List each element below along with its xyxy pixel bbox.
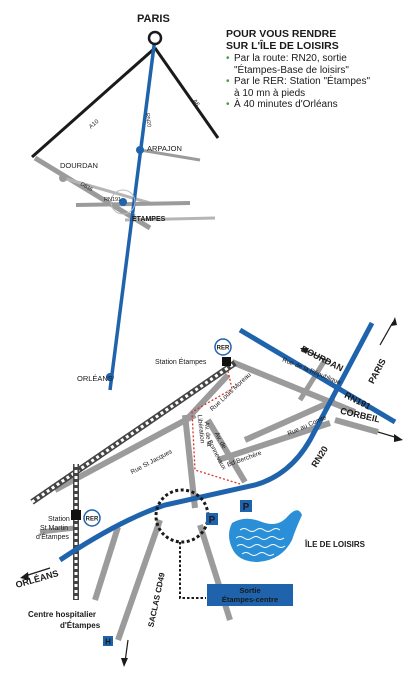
paris-marker [147,30,163,46]
svg-text:RER: RER [86,517,99,523]
street-republique [230,359,357,415]
station-etampes-block [222,357,231,366]
street-west-1 [39,525,76,535]
label-hospital-2: d'Étampes [60,621,101,630]
exit-line2: Étampes-centre [222,595,278,604]
street-corbeil [334,417,379,435]
arrow-west [20,567,51,580]
label-station-etampes: Station Étampes [155,357,207,366]
road-east-arpajon [139,148,201,162]
route-rn20-regional [108,37,157,391]
route-rn191-local [238,327,397,425]
label-a10: A10 [88,119,101,131]
info-item-road: Par la route: RN20, sortie"Étampes-Base … [226,53,408,76]
road-a6 [153,47,220,139]
arrow-east [377,431,403,442]
arrow-north-east [379,317,397,346]
label-paris-local: PARIS [366,357,387,385]
hospital-icon: H [103,636,113,647]
street-south-saclas [115,519,163,641]
local-map: RER RER P P H Sortie Étampes-centre [14,317,403,667]
exit-line1: Sortie [239,586,260,595]
label-d836: D836 [79,181,93,193]
label-dourdan: DOURDAN [60,161,98,170]
parking-sign-2: P [240,500,252,513]
street-berchere [217,420,331,463]
road-east-etampes [124,216,216,222]
street-south-1 [92,526,121,601]
label-orleans: ORLÉANS [77,374,113,383]
label-paris: PARIS [137,13,170,25]
route-rn20-local [58,321,375,563]
road-a10 [31,46,156,159]
label-orleans-local: ORLÉANS [14,568,59,590]
regional-map: PARIS ARPAJON DOURDAN ÉTAMPES ORLÉANS A1… [31,13,220,391]
info-title-line2: SUR L'ÎLE DE LOISIRS [226,40,339,52]
rer-badge-st-martin: RER [83,509,101,527]
label-lake: ÎLE DE LOISIRS [304,540,366,549]
label-liberation-2: Libération [196,414,206,444]
arrow-north-west [300,348,331,363]
svg-text:P: P [243,502,250,513]
label-rn20-local: RN20 [309,444,330,469]
street-bonnevaux [205,418,248,484]
parking-sign-1: P [206,513,218,526]
street-comte [243,397,337,443]
station-st-martin-block [71,510,81,520]
etampes-ring [110,189,136,215]
info-item-rer: Par le RER: Station "Étampes"à 10 mn à p… [226,76,408,99]
label-station-st-martin-1: Station [48,516,70,523]
exit-connector [179,542,206,599]
label-arpajon: ARPAJON [147,144,182,153]
label-station-st-martin-3: d'Étampes [36,532,69,541]
label-rn20-regional: RN20 [144,113,152,128]
label-station-st-martin-2: St Martin [40,525,68,532]
rer-badge-etampes: RER [214,338,232,356]
info-list: Par la route: RN20, sortie"Étampes-Base … [226,53,408,111]
label-liberation-1: Av. de la [203,421,213,447]
walking-path [191,370,241,485]
label-st-jacques: Rue St Jacques [130,448,174,476]
label-etampes: ÉTAMPES [132,214,166,223]
arpajon-marker [136,146,144,154]
exit-sign: Sortie Étampes-centre [207,584,293,606]
access-info-panel: POUR VOUS RENDRE SUR L'ÎLE DE LOISIRS Pa… [226,28,408,111]
lake-waves [235,528,286,556]
label-saclas: SACLAS CD49 [146,571,166,628]
svg-text:RER: RER [217,346,230,352]
svg-text:H: H [105,638,111,647]
orleans-marker [106,373,114,381]
info-title: POUR VOUS RENDRE SUR L'ÎLE DE LOISIRS [226,28,408,52]
info-item-orleans: À 40 minutes d'Orléans [226,99,408,111]
label-rn191-regional: RN191 [104,197,121,203]
arrow-south [121,639,129,667]
svg-text:P: P [209,515,216,526]
label-hospital-1: Centre hospitalier [28,610,96,619]
lake [229,510,302,562]
info-title-line1: POUR VOUS RENDRE [226,28,337,40]
railway-main [30,360,237,505]
dourdan-marker [59,174,67,182]
street-east [297,358,328,402]
label-a6: A6 [191,98,201,108]
etampes-marker [119,198,127,206]
